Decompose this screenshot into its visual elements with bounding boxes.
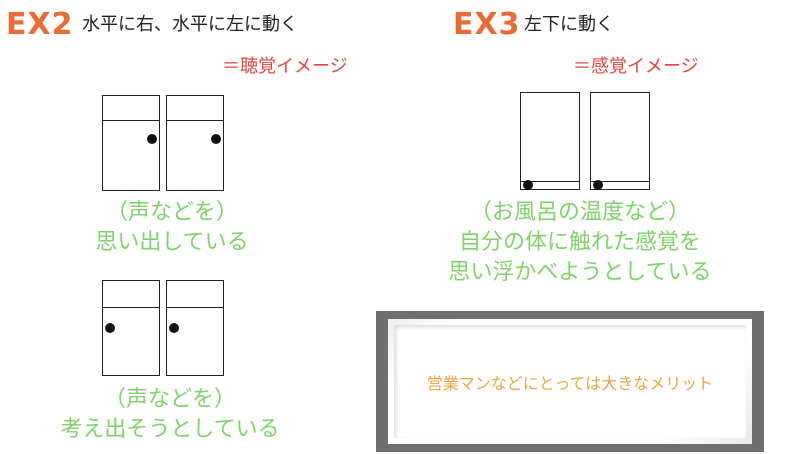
caption-line: 自分の体に触れた感覚を bbox=[458, 230, 701, 255]
eye-right-icon bbox=[166, 95, 224, 191]
caption-line: （お風呂の温度など） bbox=[469, 200, 690, 225]
eye-left-icon bbox=[102, 280, 160, 376]
ex2-caption-bottom: （声などを） 考え出そうとしている bbox=[20, 385, 320, 445]
whiteboard-text: 営業マンなどにとっては大きなメリット bbox=[426, 373, 714, 393]
caption-line: 思い浮かべようとしている bbox=[448, 260, 712, 285]
ex3-image-label: ＝感覚イメージ bbox=[573, 56, 699, 77]
ex2-description: 水平に右、水平に左に動く bbox=[82, 14, 298, 35]
pupil-icon bbox=[523, 180, 533, 190]
whiteboard: 営業マンなどにとっては大きなメリット bbox=[376, 311, 764, 452]
ex3-label: EX3 bbox=[453, 7, 521, 42]
caption-line: （声などを） bbox=[105, 200, 238, 225]
pupil-icon bbox=[169, 323, 179, 333]
ex3-caption: （お風呂の温度など） 自分の体に触れた感覚を 思い浮かべようとしている bbox=[420, 198, 740, 288]
ex3-description: 左下に動く bbox=[524, 14, 614, 35]
ex2-image-label: ＝聴覚イメージ bbox=[222, 56, 348, 77]
pupil-icon bbox=[211, 134, 221, 144]
caption-line: 思い出している bbox=[95, 230, 249, 255]
pupil-icon bbox=[105, 323, 115, 333]
eye-left-icon bbox=[520, 92, 580, 190]
ex2-caption-top: （声などを） 思い出している bbox=[60, 198, 284, 258]
caption-line: （声などを） bbox=[103, 387, 236, 412]
eye-right-icon bbox=[590, 92, 650, 190]
pupil-icon bbox=[147, 134, 157, 144]
pupil-icon bbox=[593, 180, 603, 190]
eye-left-icon bbox=[102, 95, 160, 191]
eye-right-icon bbox=[166, 280, 224, 376]
whiteboard-surface: 営業マンなどにとっては大きなメリット bbox=[394, 325, 746, 438]
ex2-label: EX2 bbox=[6, 7, 74, 42]
caption-line: 考え出そうとしている bbox=[60, 417, 280, 442]
